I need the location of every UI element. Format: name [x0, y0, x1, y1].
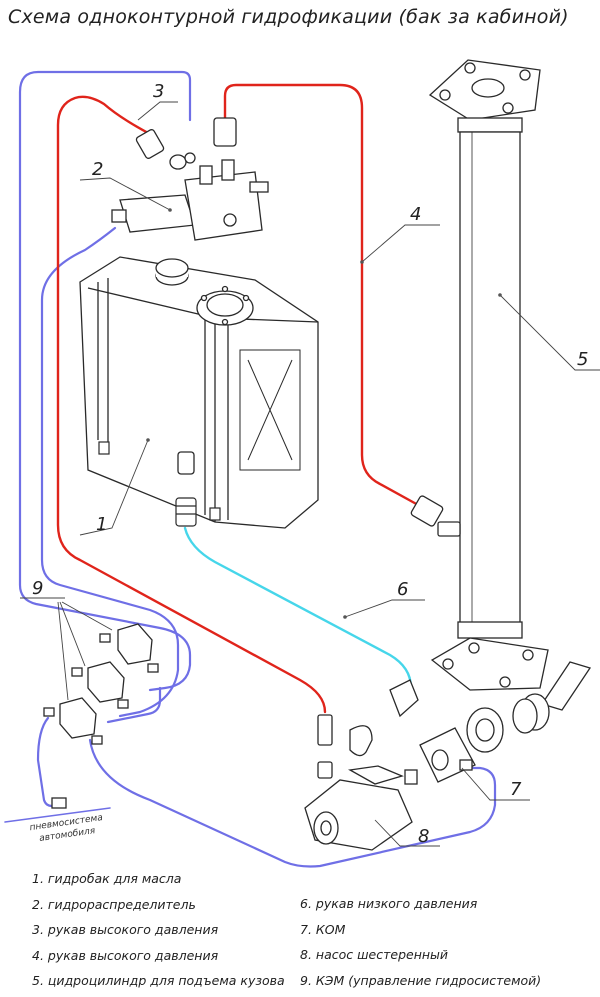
leader-dots: [146, 208, 502, 619]
hose-6-low-pressure: [183, 526, 412, 697]
pneumatic-lines: [4, 70, 497, 868]
high-pressure-lines: [56, 83, 422, 714]
lifting-cylinder: [410, 59, 549, 691]
legend-item: 4. рукав высокого давления: [32, 947, 219, 963]
leader-1: [79, 439, 149, 536]
leader-5: [499, 294, 600, 371]
legend-item: 9. КЭМ (управление гидросистемой): [300, 972, 542, 988]
leader-9b: [59, 601, 86, 667]
legend-item: 1. гидробак для масла: [32, 871, 182, 886]
leader-8: [374, 819, 440, 847]
callout-leaders: [20, 101, 600, 847]
hose-3-distributor-feed: [56, 95, 327, 714]
shaft-and-pto: [419, 661, 592, 783]
pneumatic-line-outer: [18, 70, 192, 692]
tank-fittings: [98, 441, 221, 527]
leader-3: [137, 101, 178, 121]
diagram-title: Схема одноконтурной гидрофикации (бак за…: [8, 6, 569, 28]
legend-item: 6. рукав низкого давления: [300, 896, 478, 911]
callout-9: 9: [32, 578, 43, 599]
pneumatic-supply-line: [4, 807, 111, 823]
callout-1: 1: [96, 514, 107, 535]
hydraulic-tank: [79, 256, 319, 529]
leader-4: [361, 224, 440, 263]
legend-item: 5. цидроцилиндр для подъема кузова: [32, 973, 285, 988]
leader-9c: [57, 601, 69, 701]
callout-2: 2: [92, 159, 103, 180]
gear-pump: [304, 679, 419, 851]
callout-5: 5: [577, 349, 588, 370]
hydraulic-distributor: [111, 117, 269, 241]
leader-6: [344, 599, 425, 618]
leader-7: [461, 767, 530, 801]
legend-item: 2. гидрораспределитель: [32, 896, 196, 912]
legend-item: 3. рукав высокого давления: [32, 922, 219, 937]
hose-4-to-cylinder: [223, 83, 422, 508]
legend-item: 7. КОМ: [300, 921, 346, 937]
callout-8: 8: [418, 826, 429, 847]
callout-4: 4: [410, 204, 421, 225]
legend-left: 1. гидробак для масла 2. гидрораспредели…: [32, 866, 285, 994]
callout-3: 3: [153, 81, 164, 102]
callout-7: 7: [510, 779, 522, 800]
pneumatic-line-kem-link: [106, 686, 162, 724]
kem-valves: [43, 623, 159, 809]
legend-right: 6. рукав низкого давления 7. КОМ 8. насо…: [300, 891, 541, 993]
legend-item: 8. насос шестеренный: [300, 947, 449, 962]
pneumatic-line-supply: [36, 716, 54, 808]
pneumatic-line-pump: [88, 738, 497, 868]
pneumatic-line-inner: [40, 226, 180, 718]
leader-2: [79, 177, 171, 211]
callout-6: 6: [397, 579, 408, 600]
leader-9a: [61, 601, 113, 631]
